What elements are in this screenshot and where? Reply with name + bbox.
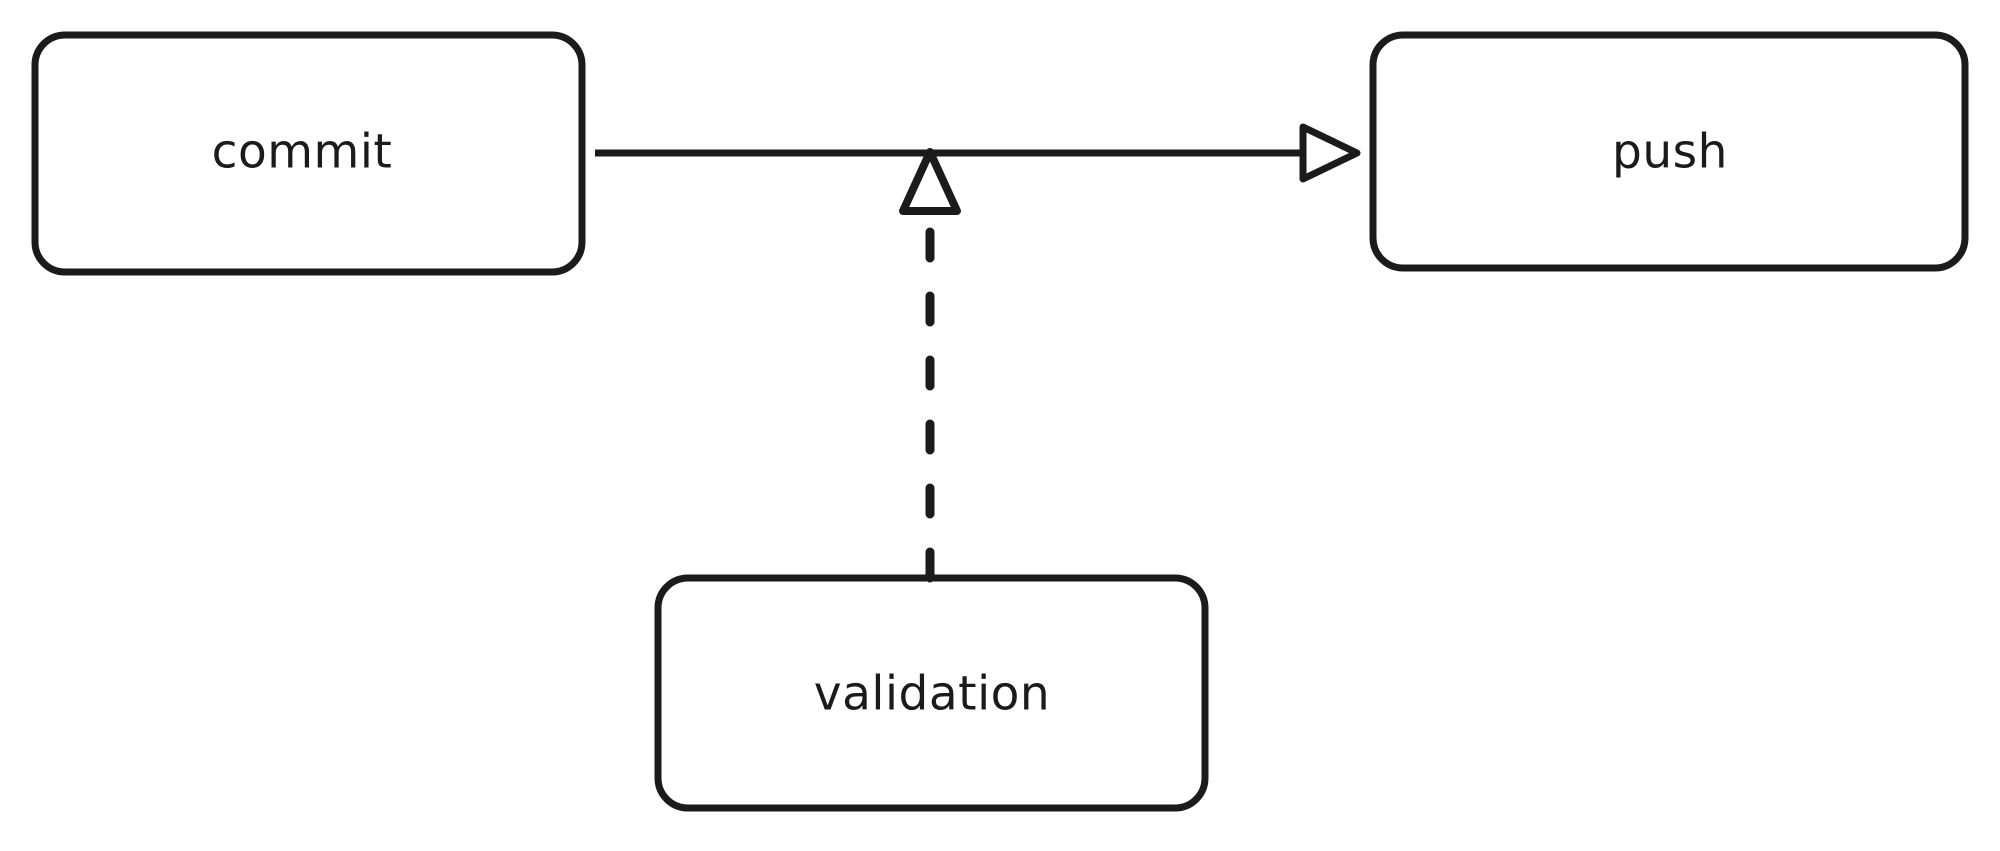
node-validation[interactable]: validation [654, 574, 1209, 812]
arrowhead-right-icon [1299, 123, 1361, 183]
node-validation-label: validation [814, 667, 1050, 722]
arrowhead-up-icon [899, 148, 961, 215]
node-commit-label: commit [212, 125, 393, 180]
node-push-shape[interactable] [1369, 31, 1969, 272]
edge-validation-to-commit-push[interactable] [899, 148, 961, 583]
node-commit[interactable]: commit [31, 31, 586, 276]
node-commit-shape[interactable] [31, 31, 586, 276]
node-push-label: push [1612, 125, 1728, 180]
node-push[interactable]: push [1369, 31, 1969, 272]
edge-commit-to-push[interactable] [595, 123, 1361, 183]
